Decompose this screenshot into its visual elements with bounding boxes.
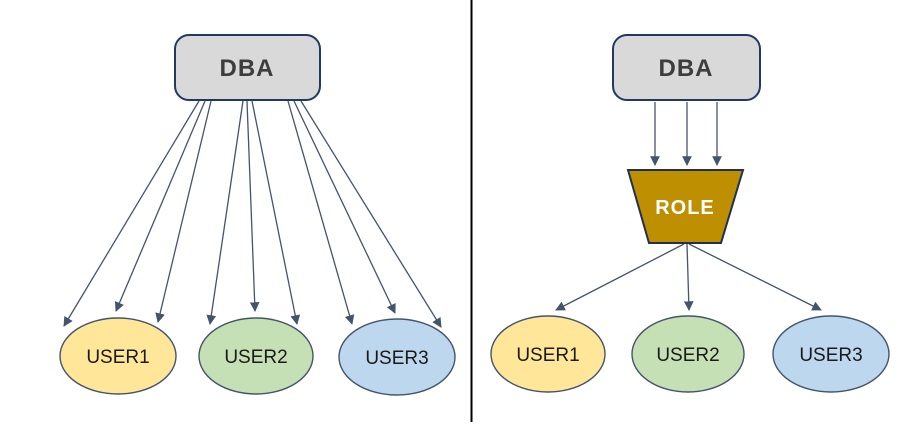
left-dba-box xyxy=(174,34,321,101)
right-panel: DBA ROLE USER1 USER2 USER3 xyxy=(490,34,890,393)
left-dba-label: DBA xyxy=(220,55,275,82)
role-label: ROLE xyxy=(655,197,715,219)
grant-arrow-dba-user1 xyxy=(63,100,200,327)
grant-arrow-dba-user3 xyxy=(287,100,355,325)
grant-arrow-role-user1 xyxy=(555,243,685,311)
right-user1-ellipse xyxy=(490,315,606,393)
left-user2-label: USER2 xyxy=(224,347,287,368)
grant-arrow-dba-user3 xyxy=(293,100,396,314)
right-user-nodes xyxy=(490,315,890,393)
left-user2-ellipse xyxy=(198,317,314,395)
grant-arrow-dba-user2 xyxy=(251,100,301,325)
right-user1-label: USER1 xyxy=(516,345,579,366)
left-user3-label: USER3 xyxy=(365,348,428,369)
right-user3-ellipse xyxy=(772,315,890,393)
right-dba-role-arrows xyxy=(650,102,722,166)
grant-arrow-dba-user3 xyxy=(300,100,442,328)
left-panel: DBA USER1 USER2 USER3 xyxy=(59,34,456,396)
left-user1-ellipse xyxy=(59,317,177,395)
grant-arrow-role-user3 xyxy=(688,243,822,311)
right-user3-label: USER3 xyxy=(799,345,862,366)
right-dba-label: DBA xyxy=(659,55,714,82)
left-user3-ellipse xyxy=(338,318,456,396)
right-role-user-arrows xyxy=(555,243,822,311)
right-user2-ellipse xyxy=(631,315,745,393)
right-dba-node xyxy=(612,34,761,101)
right-dba-box xyxy=(612,34,761,101)
grant-arrow-dba-user1 xyxy=(114,100,206,312)
role-trapezoid xyxy=(626,169,745,244)
left-user-nodes xyxy=(59,317,456,396)
left-grant-arrows xyxy=(63,100,442,328)
grant-arrow-dba-user2 xyxy=(246,100,260,312)
grant-arrow-dba-user2 xyxy=(206,100,244,325)
right-user2-label: USER2 xyxy=(656,345,719,366)
role-node xyxy=(626,169,745,244)
left-user1-label: USER1 xyxy=(86,347,149,368)
left-dba-node xyxy=(174,34,321,101)
grant-arrow-dba-user1 xyxy=(155,100,212,323)
grant-arrow-role-user2 xyxy=(683,243,694,311)
